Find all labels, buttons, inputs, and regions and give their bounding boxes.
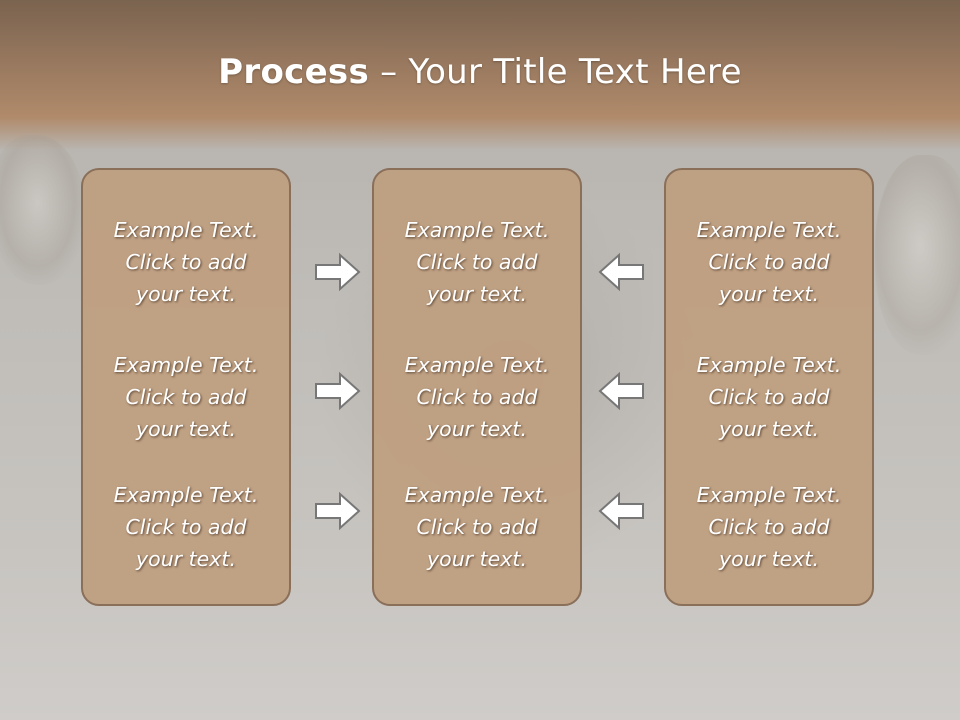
placeholder-text[interactable]: Example Text. Click to add your text. <box>696 218 842 306</box>
background-figure-right <box>875 155 960 355</box>
right-arrow-icon[interactable] <box>314 371 362 411</box>
process-box-left[interactable]: Example Text. Click to add your text. Ex… <box>81 168 291 606</box>
right-arrow-icon[interactable] <box>314 252 362 292</box>
placeholder-text[interactable]: Example Text. Click to add your text. <box>113 218 259 306</box>
title-bold-part: Process <box>218 52 370 92</box>
left-arrow-icon[interactable] <box>597 371 645 411</box>
placeholder-text[interactable]: Example Text. Click to add your text. <box>696 353 842 441</box>
placeholder-text[interactable]: Example Text. Click to add your text. <box>404 218 550 306</box>
right-arrow-icon[interactable] <box>314 491 362 531</box>
title-rest-part: – Your Title Text Here <box>369 52 742 92</box>
process-box-right[interactable]: Example Text. Click to add your text. Ex… <box>664 168 874 606</box>
left-arrow-icon[interactable] <box>597 252 645 292</box>
left-arrow-icon[interactable] <box>597 491 645 531</box>
placeholder-text[interactable]: Example Text. Click to add your text. <box>113 483 259 571</box>
placeholder-text[interactable]: Example Text. Click to add your text. <box>696 483 842 571</box>
process-box-center[interactable]: Example Text. Click to add your text. Ex… <box>372 168 582 606</box>
placeholder-text[interactable]: Example Text. Click to add your text. <box>113 353 259 441</box>
title-banner <box>0 0 960 150</box>
placeholder-text[interactable]: Example Text. Click to add your text. <box>404 353 550 441</box>
slide-title[interactable]: Process – Your Title Text Here <box>0 52 960 92</box>
background-figure-left <box>0 135 85 285</box>
placeholder-text[interactable]: Example Text. Click to add your text. <box>404 483 550 571</box>
